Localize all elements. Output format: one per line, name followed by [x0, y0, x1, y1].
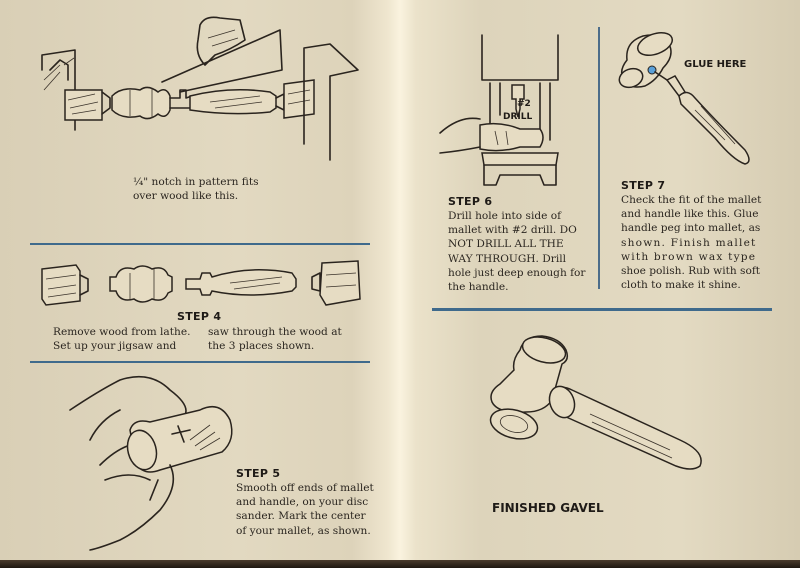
- finished-gavel-label: FINISHED GAVEL: [492, 501, 604, 515]
- step6-text: Drill hole into side of mallet with #2 d…: [448, 210, 586, 294]
- step4-text-col1: Remove wood from lathe. Set up your jigs…: [53, 326, 191, 353]
- step4-text-col2: saw through the wood at the 3 places sho…: [208, 326, 342, 353]
- lathe-caption: ¼" notch in pattern fits over wood like …: [133, 176, 259, 203]
- step7-heading: STEP 7: [621, 179, 666, 192]
- step7-text: Check the fit of the mallet and handle l…: [621, 194, 762, 292]
- column-divider: [598, 27, 600, 289]
- divider-rule: [432, 308, 772, 311]
- lathe-saw-illustration: [41, 16, 359, 161]
- step6-heading: STEP 6: [448, 195, 493, 208]
- drill-size-label: #2: [517, 99, 531, 109]
- cut-pieces-illustration: [41, 260, 361, 306]
- step4-heading: STEP 4: [177, 310, 222, 323]
- drill-press-illustration: [439, 34, 559, 186]
- finished-gavel-illustration: [489, 335, 702, 470]
- drill-label: DRILL: [503, 112, 533, 122]
- hand-holding-mallet-illustration: [69, 375, 233, 551]
- step5-text: Smooth off ends of mallet and handle, on…: [236, 482, 374, 537]
- glue-here-label: GLUE HERE: [684, 59, 747, 70]
- divider-rule: [30, 243, 370, 245]
- left-page: ¼" notch in pattern fits over wood like …: [0, 0, 398, 564]
- right-page: #2 DRILL STEP 6 Drill hole into side of …: [402, 0, 800, 564]
- divider-rule: [30, 361, 370, 363]
- mallet-handle-glue-illustration: [618, 32, 750, 165]
- step5-heading: STEP 5: [236, 467, 281, 480]
